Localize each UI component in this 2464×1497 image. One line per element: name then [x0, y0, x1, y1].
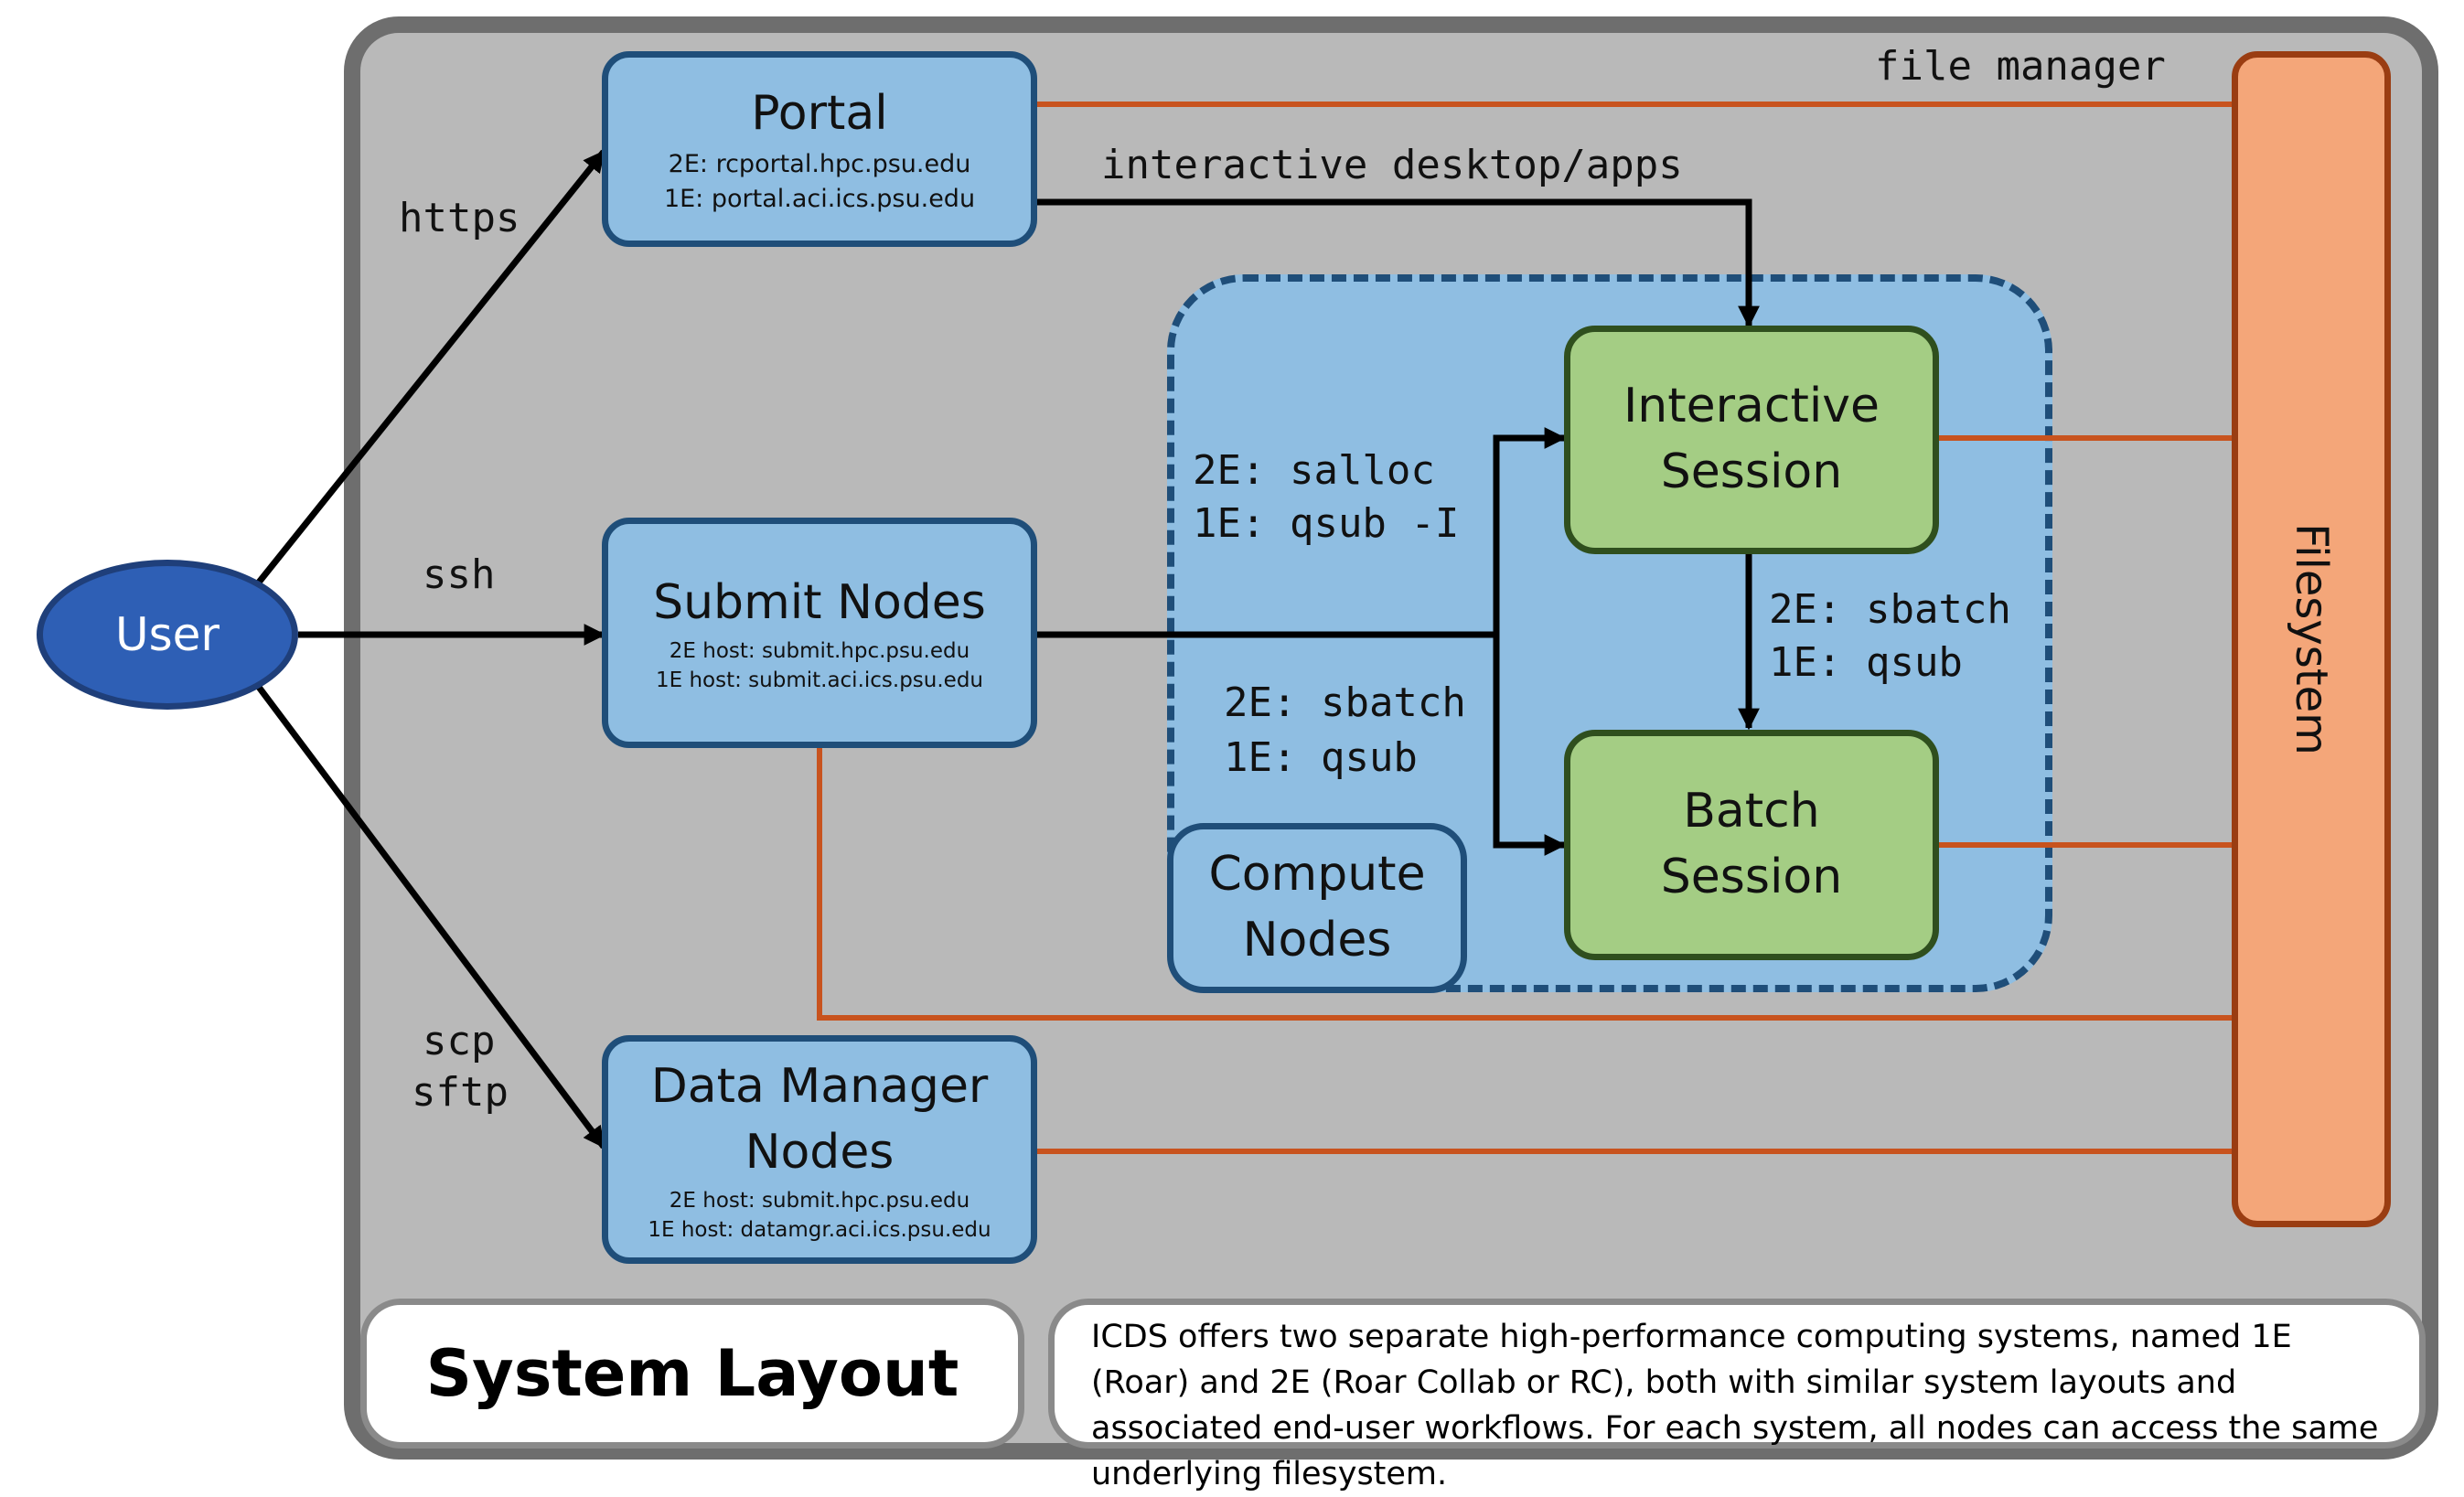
branch-to-batch-arrow: [1493, 635, 1567, 856]
data-manager-node: Data Manager Nodes 2E host: submit.hpc.p…: [602, 1035, 1037, 1264]
interactive-session-line2: Session: [1660, 444, 1843, 499]
submit-to-filesystem-line: [817, 746, 2232, 1021]
portal-host-2e: 2E: rcportal.hpc.psu.edu: [668, 150, 971, 179]
description-box: ICDS offers two separate high-performanc…: [1048, 1299, 2426, 1492]
data-manager-host-1e: 1E host: datamgr.aci.ics.psu.edu: [648, 1217, 991, 1242]
user-node: User: [37, 560, 298, 710]
salloc-2e-label: 2E: salloc: [1193, 447, 1435, 494]
interactive-session-line1: Interactive: [1623, 379, 1880, 434]
filesystem-label: Filesystem: [2286, 523, 2338, 755]
batch-session-line1: Batch: [1683, 784, 1820, 839]
portal-node: Portal 2E: rcportal.hpc.psu.edu 1E: port…: [602, 51, 1037, 247]
file-manager-label: file manager: [1875, 43, 2166, 90]
batch-session-line2: Session: [1660, 850, 1843, 904]
user-to-datamanager-arrow: [255, 683, 606, 1149]
compute-nodes-node: Compute Nodes: [1167, 823, 1467, 993]
compute-nodes-line2: Nodes: [1242, 913, 1392, 968]
ssh-label: ssh: [423, 551, 496, 598]
portal-host-1e: 1E: portal.aci.ics.psu.edu: [663, 184, 976, 213]
qsub-1e-label: 1E: qsub: [1224, 734, 1418, 781]
data-manager-host-2e: 2E host: submit.hpc.psu.edu: [669, 1188, 970, 1213]
sftp-label: sftp: [412, 1069, 509, 1116]
portal-to-interactive-arrow: [1035, 198, 1760, 328]
submit-nodes-node: Submit Nodes 2E host: submit.hpc.psu.edu…: [602, 518, 1037, 748]
diagram-title: System Layout: [425, 1336, 959, 1411]
submit-nodes-title: Submit Nodes: [653, 574, 986, 630]
https-label: https: [399, 195, 520, 241]
qsub-1e-session-label: 1E: qsub: [1769, 639, 1963, 686]
filesystem-node: Filesystem: [2232, 51, 2391, 1227]
qsub-i-1e-label: 1E: qsub -I: [1193, 500, 1460, 547]
branch-to-interactive-arrow: [1493, 427, 1567, 635]
interactive-session-node: Interactive Session: [1564, 326, 1939, 554]
diagram-title-box: System Layout: [360, 1299, 1024, 1449]
portal-title: Portal: [751, 86, 888, 142]
scp-label: scp: [423, 1018, 496, 1064]
submit-nodes-host-2e: 2E host: submit.hpc.psu.edu: [669, 638, 970, 663]
interactive-desktop-label: interactive desktop/apps: [1101, 142, 1683, 188]
batch-session-node: Batch Session: [1564, 730, 1939, 960]
data-manager-title-line1: Data Manager: [650, 1059, 989, 1115]
user-label: User: [115, 608, 220, 661]
sbatch-2e-session-label: 2E: sbatch: [1769, 586, 2011, 633]
data-manager-title-line2: Nodes: [745, 1124, 895, 1180]
compute-nodes-line1: Compute: [1208, 847, 1426, 903]
user-to-portal-arrow: [255, 149, 606, 586]
submit-nodes-host-1e: 1E host: submit.aci.ics.psu.edu: [655, 668, 984, 692]
sbatch-2e-label: 2E: sbatch: [1224, 679, 1466, 726]
